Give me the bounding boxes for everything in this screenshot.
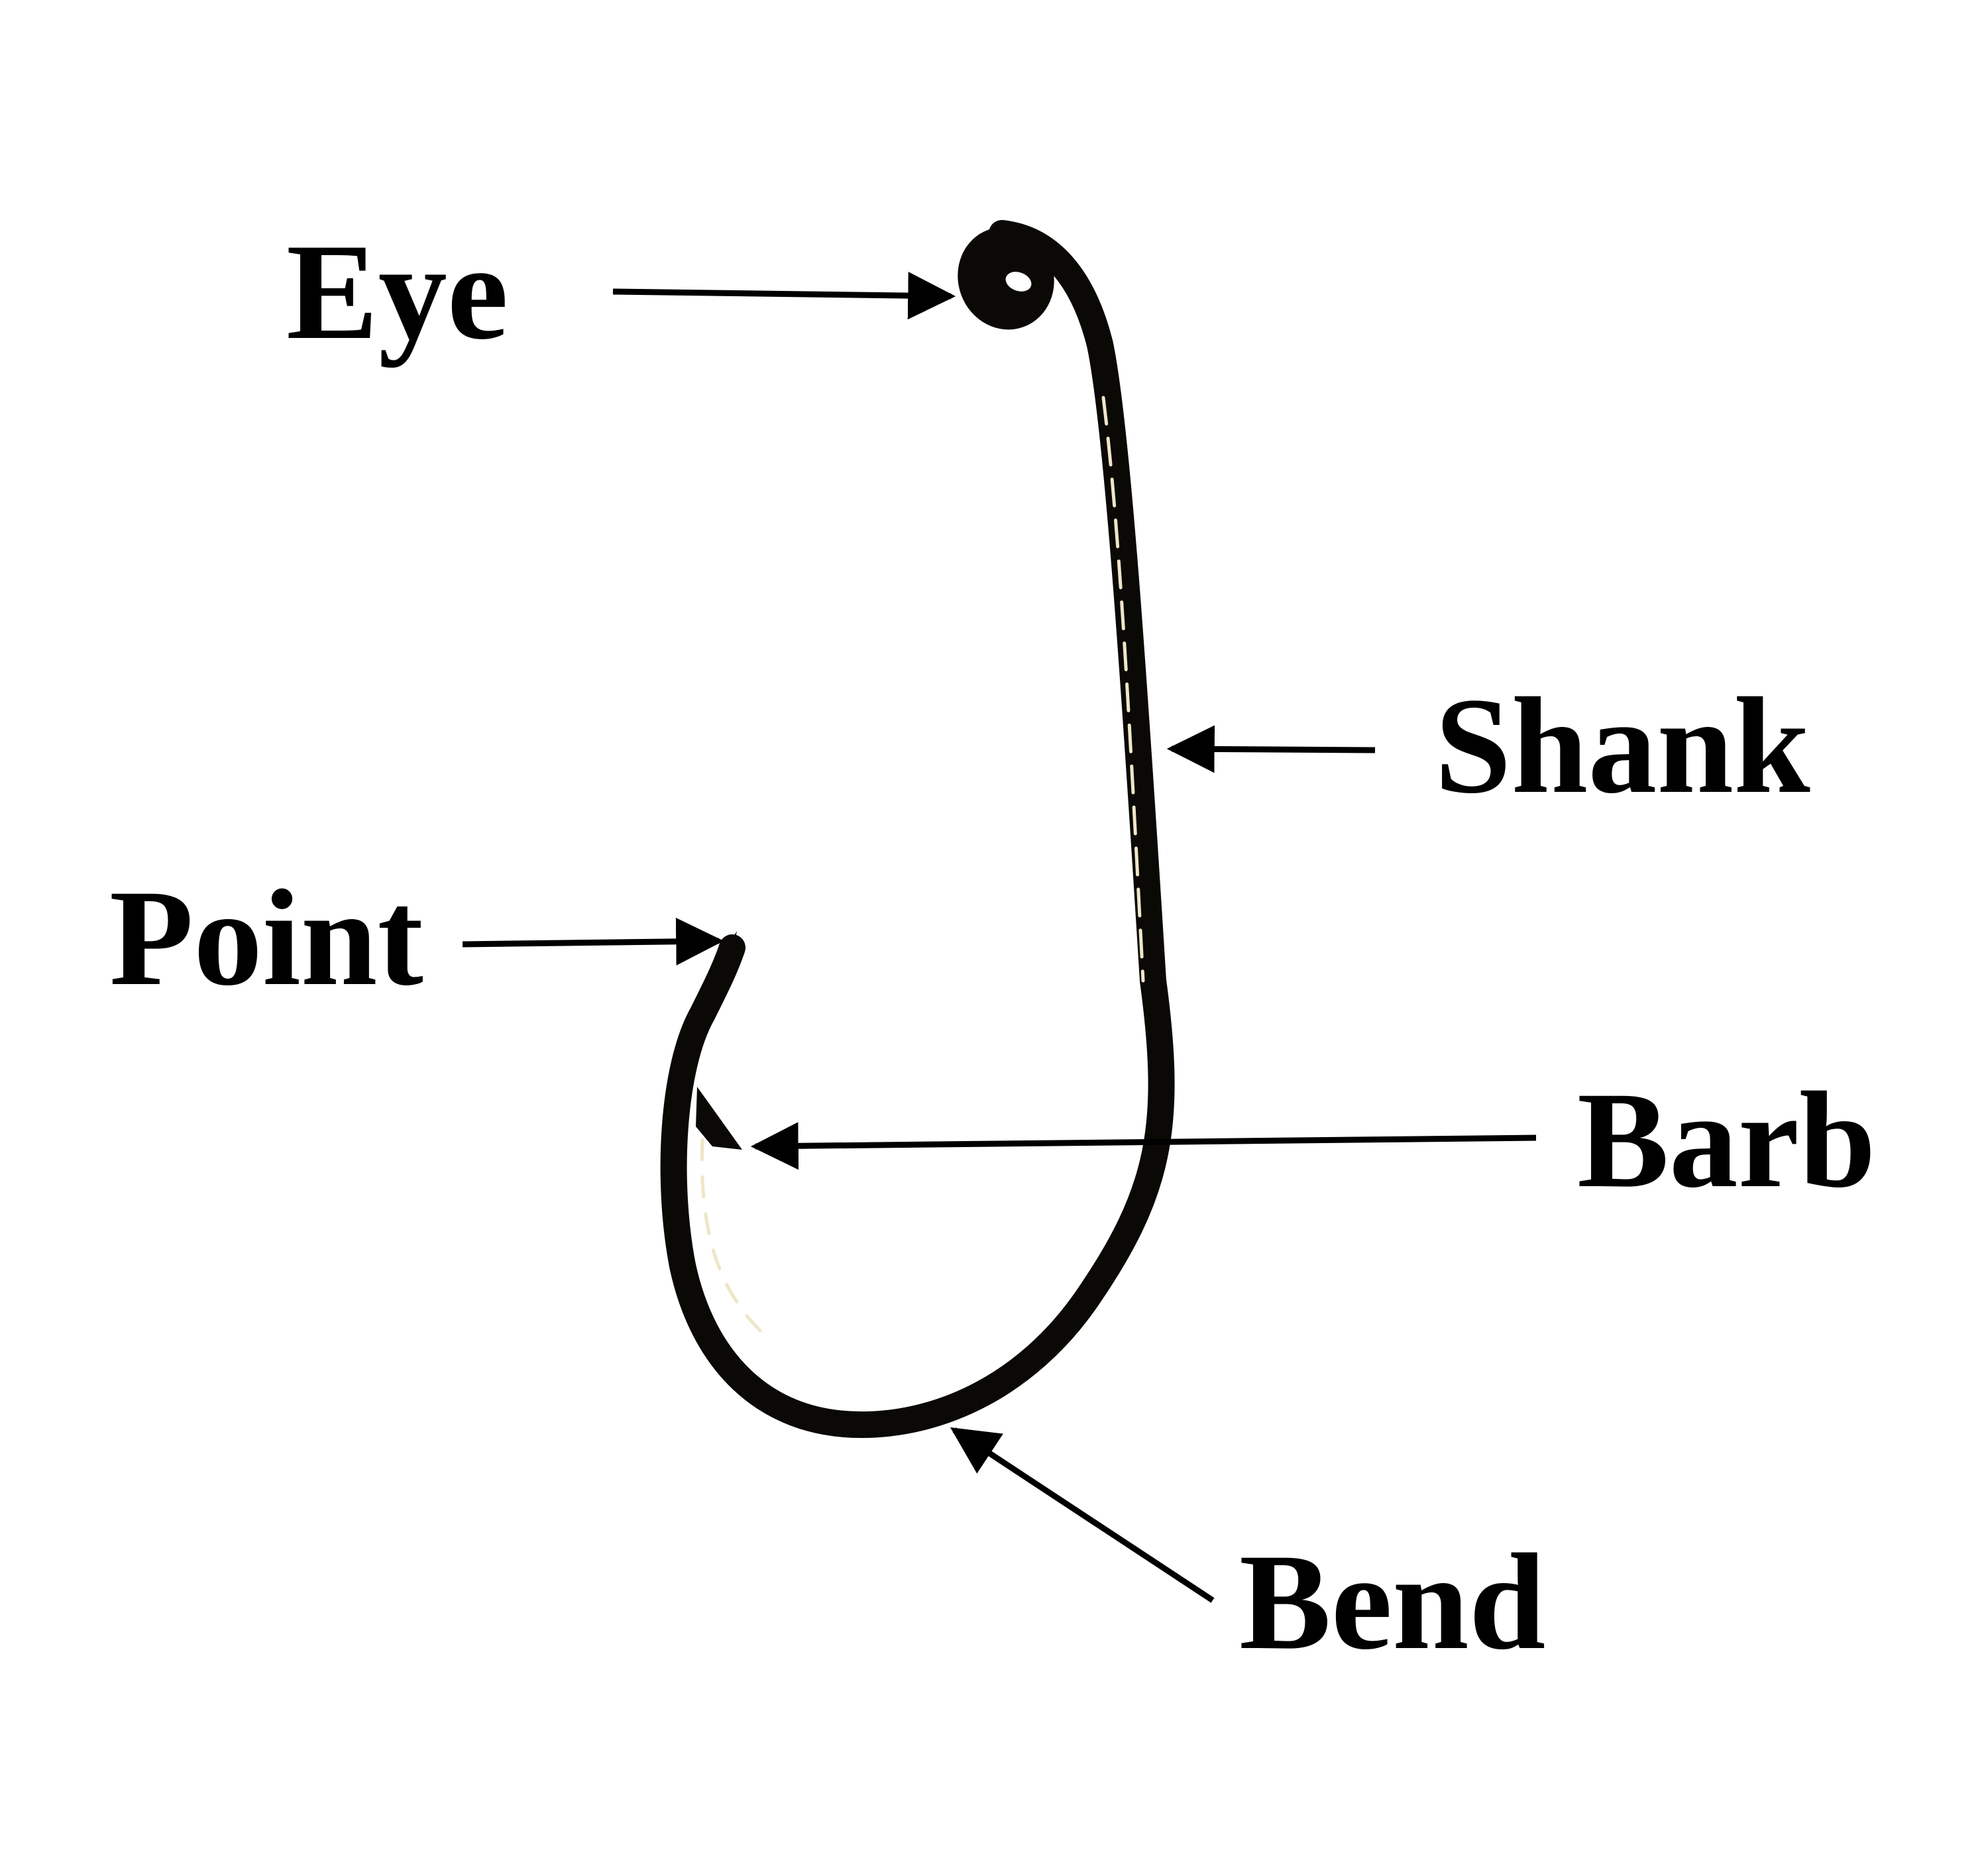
hook-barb: [696, 1087, 742, 1150]
label-eye: Eye: [286, 215, 508, 368]
hook-eye-hole: [1005, 272, 1032, 292]
point-arrow: [462, 917, 724, 965]
labels: Eye Shank Point Barb Bend: [109, 215, 1876, 1678]
hook-wire: [660, 220, 1175, 1438]
label-shank: Shank: [1435, 669, 1810, 822]
barb-arrow: [750, 1122, 1537, 1170]
fishing-hook-illustration: [660, 220, 1175, 1438]
eye-arrow: [612, 272, 956, 320]
label-bend: Bend: [1239, 1525, 1545, 1678]
hook-highlight-shank: [1101, 396, 1145, 983]
hook-highlight-bend: [700, 1138, 771, 1341]
label-point: Point: [109, 861, 423, 1014]
label-barb: Barb: [1577, 1064, 1876, 1216]
shank-arrow: [1166, 725, 1376, 773]
bend-arrow: [950, 1427, 1215, 1603]
arrows: [462, 272, 1537, 1603]
